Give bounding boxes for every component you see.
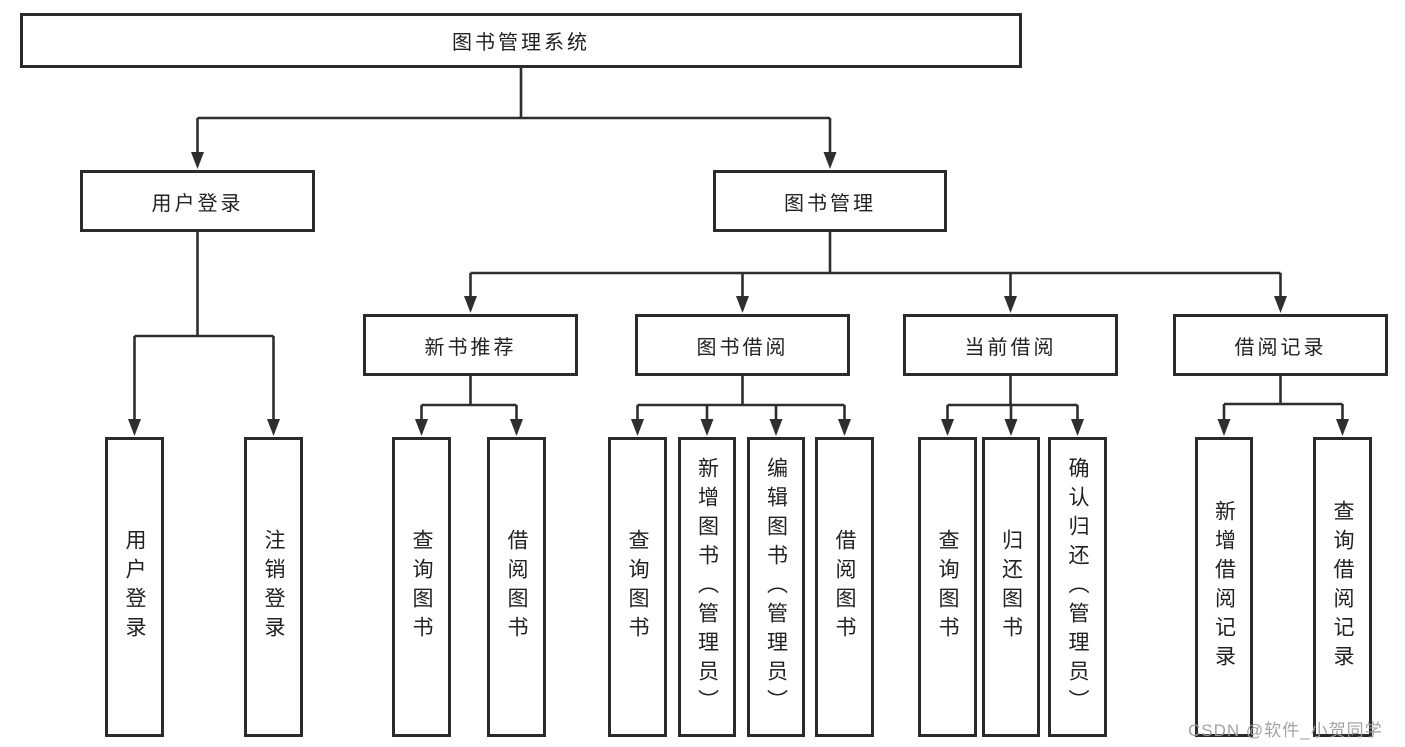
tree-node-bor-add: 新增图书（管理员）	[678, 437, 736, 737]
node-label: 借阅图书	[505, 529, 528, 645]
arrow-down-icon	[1004, 296, 1017, 313]
tree-node-cur-query: 查询图书	[918, 437, 977, 737]
arrow-down-icon	[941, 419, 954, 436]
arrow-down-icon	[415, 419, 428, 436]
node-label: 新书推荐	[424, 336, 517, 359]
tree-node-recd-add: 新增借阅记录	[1195, 437, 1253, 737]
tree-node-cur-confirm: 确认归还（管理员）	[1048, 437, 1107, 737]
arrow-down-icon	[1217, 419, 1231, 436]
tree-node-recd-query: 查询借阅记录	[1313, 437, 1372, 737]
tree-node-user-login: 用户登录	[105, 437, 164, 737]
tree-node-mgmt: 图书管理	[713, 170, 947, 232]
node-label: 借阅记录	[1234, 336, 1327, 359]
tree-node-borrowing: 图书借阅	[635, 314, 850, 376]
node-label: 当前借阅	[964, 336, 1057, 359]
watermark-text: CSDN @软件_小贺同学	[1188, 721, 1383, 740]
arrow-down-icon	[128, 419, 141, 436]
node-label: 用户登录	[151, 192, 244, 215]
tree-node-login: 用户登录	[80, 170, 315, 232]
arrow-down-icon	[838, 419, 851, 436]
node-label: 新增借阅记录	[1212, 500, 1236, 674]
node-label: 借阅图书	[833, 529, 856, 645]
node-label: 图书管理	[784, 192, 876, 215]
node-label: 查询借阅记录	[1331, 500, 1354, 674]
node-label: 查询图书	[626, 529, 649, 645]
arrow-down-icon	[823, 152, 837, 169]
node-label: 编辑图书（管理员）	[764, 456, 788, 718]
tree-node-logout: 注销登录	[244, 437, 303, 737]
arrow-down-icon	[736, 296, 749, 313]
tree-node-recommend: 新书推荐	[363, 314, 578, 376]
arrow-down-icon	[510, 419, 523, 436]
arrow-down-icon	[191, 152, 204, 169]
tree-node-root: 图书管理系统	[20, 13, 1022, 68]
arrow-down-icon	[1336, 419, 1349, 436]
arrow-down-icon	[1004, 419, 1018, 436]
tree-node-cur-return: 归还图书	[982, 437, 1040, 737]
node-label: 查询图书	[936, 529, 959, 645]
arrow-down-icon	[464, 296, 477, 313]
node-label: 用户登录	[123, 529, 146, 645]
node-label: 查询图书	[410, 529, 433, 645]
tree-node-records: 借阅记录	[1173, 314, 1388, 376]
node-label: 归还图书	[999, 529, 1023, 645]
arrow-down-icon	[1274, 296, 1287, 313]
node-label: 图书管理系统	[452, 32, 590, 54]
node-label: 新增图书（管理员）	[695, 456, 719, 718]
tree-node-current: 当前借阅	[903, 314, 1118, 376]
tree-node-bor-borrow: 借阅图书	[815, 437, 874, 737]
arrow-down-icon	[267, 419, 280, 436]
node-label: 确认归还（管理员）	[1066, 456, 1089, 718]
arrow-down-icon	[631, 419, 644, 436]
tree-node-rec-query: 查询图书	[392, 437, 451, 737]
tree-node-bor-query: 查询图书	[608, 437, 667, 737]
node-label: 注销登录	[262, 529, 285, 645]
tree-node-rec-borrow: 借阅图书	[487, 437, 546, 737]
tree-node-bor-edit: 编辑图书（管理员）	[747, 437, 805, 737]
node-label: 图书借阅	[696, 336, 789, 359]
arrow-down-icon	[700, 419, 714, 436]
arrow-down-icon	[769, 419, 783, 436]
arrow-down-icon	[1071, 419, 1084, 436]
